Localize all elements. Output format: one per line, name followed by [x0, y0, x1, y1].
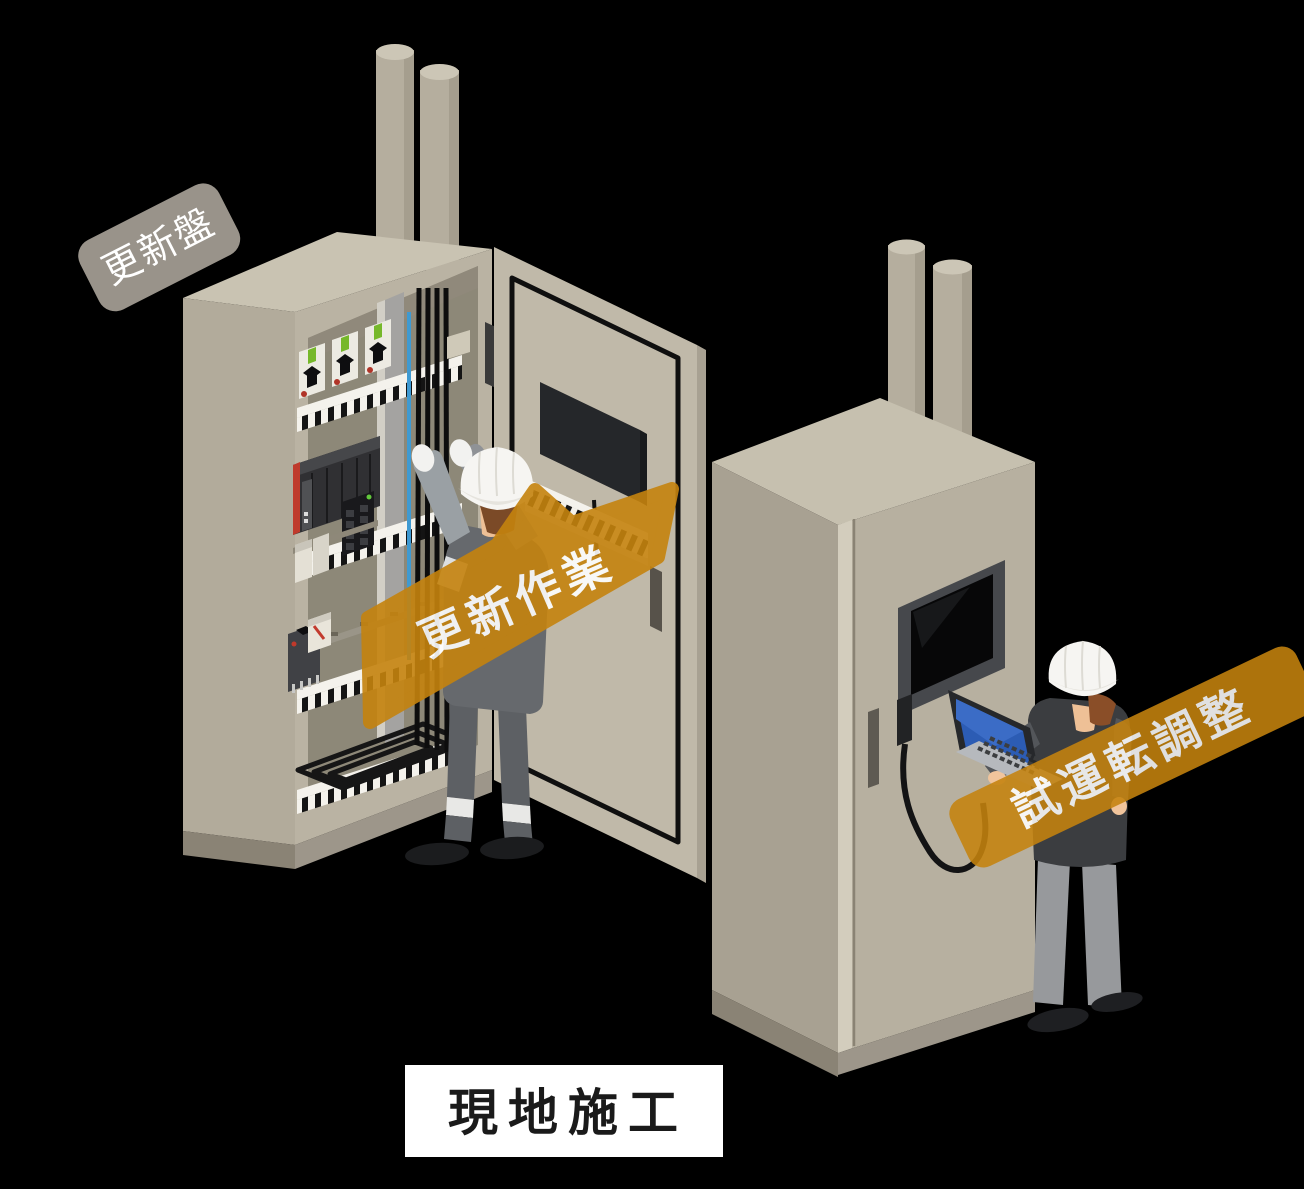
door-edge-strip: [838, 520, 852, 1053]
helmet-brim: [458, 488, 536, 505]
right-cabinet: [712, 239, 1035, 1077]
wiring-duct: [297, 503, 462, 580]
worker-leg: [1082, 862, 1122, 1008]
cabinet-plinth-left: [183, 831, 295, 869]
ribbon-arrow-shape: [361, 482, 679, 729]
door-edge: [697, 345, 706, 883]
cabinet-plinth-front: [838, 990, 1035, 1075]
worker-shoe: [1091, 992, 1143, 1012]
worker-leg: [498, 704, 530, 806]
circuit-breaker: [299, 343, 325, 399]
door-handle: [650, 566, 662, 632]
worker-leg: [447, 700, 478, 800]
worker-hair: [1088, 693, 1116, 726]
door-hinge-bar: [485, 322, 496, 388]
worker-shoe: [405, 842, 469, 866]
conduit-pipes-left: [376, 44, 459, 270]
worker-leg: [1033, 858, 1070, 1005]
worker-glove: [449, 439, 473, 467]
cabinet-left-face: [183, 298, 295, 845]
worker-glove: [411, 444, 435, 472]
worker-shoe: [480, 836, 544, 860]
cable-connector: [897, 694, 912, 746]
helmet-ridges: [478, 446, 515, 497]
caption-text: 現地施工: [448, 1085, 688, 1141]
cabinet-plinth-left: [712, 990, 838, 1077]
reflective-band: [502, 803, 531, 824]
cabinet-left-face: [712, 462, 838, 1053]
left-cabinet: [183, 44, 492, 869]
worker-shoe: [1027, 1007, 1089, 1033]
worker-arm: [413, 450, 470, 545]
ribbon-update-work: 更新作業: [361, 482, 679, 729]
circuit-breaker: [332, 331, 358, 387]
caption-box: 現地施工: [405, 1065, 723, 1157]
reflective-band: [446, 797, 474, 818]
cabinet-plinth-front: [295, 770, 492, 869]
cabinet-handle: [868, 708, 879, 788]
worker-boot: [444, 815, 473, 842]
door-stay-bracket: [447, 330, 470, 359]
aux-device: [308, 612, 331, 653]
plc-rack: [293, 436, 380, 535]
cabinet-top-face: [183, 232, 492, 312]
circuit-breaker: [365, 319, 391, 375]
badge-shape: [78, 183, 241, 312]
hmi-screen: [898, 560, 1005, 716]
ribbon-shape: [949, 646, 1304, 868]
caption-background: [405, 1065, 723, 1157]
relay-blocks: [295, 533, 329, 583]
laptop-screen-glare: [956, 699, 1023, 746]
helmet-ridges: [1064, 640, 1101, 691]
cabinet-top-face: [712, 398, 1035, 525]
